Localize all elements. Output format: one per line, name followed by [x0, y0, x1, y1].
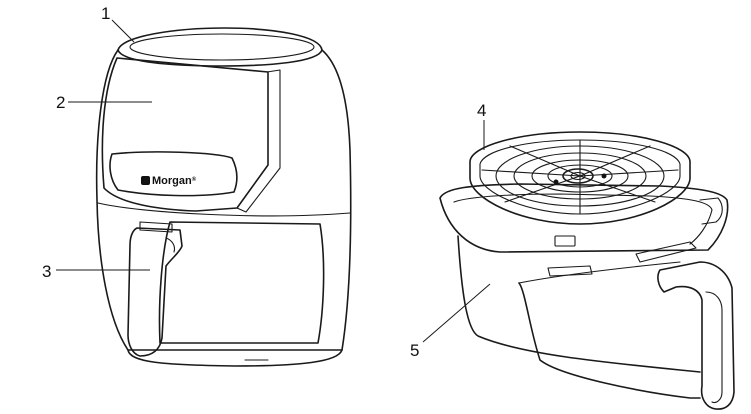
drawer-handle-button[interactable] [139, 221, 173, 233]
basket-handle-grip [705, 291, 723, 404]
crisper-plate-outline [469, 131, 691, 225]
basket-front-face [518, 282, 701, 399]
basket-clip [554, 235, 576, 247]
crisper-plate-inner [479, 139, 681, 215]
handle-rail [635, 241, 697, 263]
fryer-base [127, 349, 343, 367]
callout-number: 1 [101, 4, 110, 23]
basket-handle[interactable] [657, 261, 735, 410]
fryer-drawer-front [158, 221, 325, 344]
basket-outer-rim [439, 183, 729, 253]
basket-side-tab [547, 265, 593, 277]
callout-number: 4 [477, 101, 486, 120]
brand-name: Morgan® [152, 175, 197, 187]
basket-body [457, 235, 701, 373]
basket-front-top [518, 261, 681, 284]
crisper-plate-hub [562, 168, 594, 184]
callout-1: 1 [101, 4, 135, 43]
air-fryer-assembled [95, 27, 352, 367]
callout-number: 5 [410, 341, 419, 360]
fryer-body-outline [95, 49, 352, 351]
fryer-lid-disc [129, 33, 315, 61]
callout-4: 4 [477, 101, 486, 150]
drawer-handle[interactable] [127, 227, 183, 357]
fryer-top-cap [117, 27, 323, 67]
air-fryer-basket [439, 131, 735, 410]
crisper-plate[interactable] [469, 131, 691, 225]
callout-2: 2 [56, 93, 152, 112]
callout-5: 5 [410, 283, 491, 360]
fryer-front-panel [101, 57, 269, 212]
callout-number: 3 [42, 262, 51, 281]
drawer-handle-edge [165, 237, 176, 253]
callout-3: 3 [42, 262, 150, 281]
basket-latch [699, 197, 723, 225]
fryer-basket-seam [97, 202, 351, 217]
logo-plate [109, 151, 238, 197]
fryer-panel-inner-edge [236, 69, 281, 213]
callout-number: 2 [56, 93, 65, 112]
basket-inner-rim [453, 193, 713, 245]
brand-logo-icon [141, 176, 150, 185]
